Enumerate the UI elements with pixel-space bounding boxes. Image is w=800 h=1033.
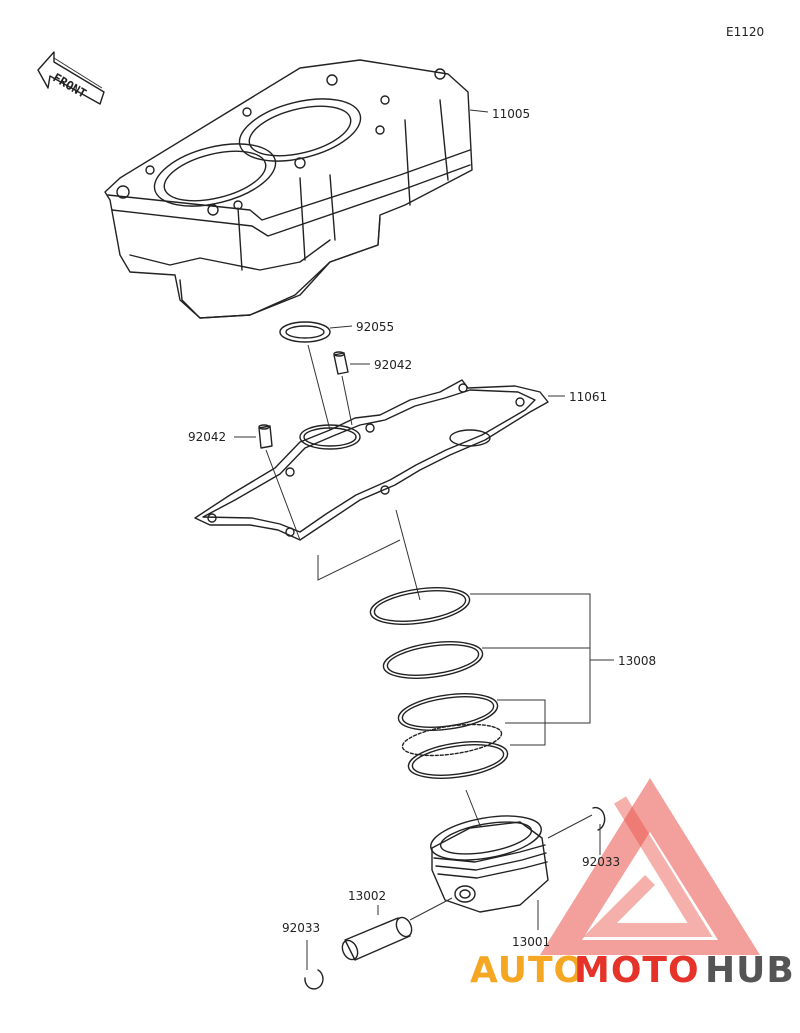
cylinder-block	[104, 59, 489, 319]
leader-dowel-right	[341, 375, 353, 426]
o-ring	[279, 321, 353, 343]
label-92055: 92055	[356, 320, 394, 334]
label-92042-left: 92042	[188, 430, 226, 444]
piston-pin	[341, 897, 453, 961]
leader-oring	[307, 344, 331, 431]
piston	[430, 789, 549, 930]
watermark-auto: AUTO	[470, 950, 585, 991]
label-13001: 13001	[512, 935, 550, 949]
label-92042-right: 92042	[374, 358, 412, 372]
label-92033-left: 92033	[282, 921, 320, 935]
cylinder-gasket	[194, 379, 565, 541]
watermark-hub: HUB	[705, 950, 795, 991]
label-11061: 11061	[569, 390, 607, 404]
diagram-code: E1120	[726, 25, 764, 39]
leader-bracket-pin	[317, 509, 421, 601]
dowel-pin-right	[333, 351, 370, 375]
leader-dowel-left	[265, 449, 301, 541]
label-11005: 11005	[492, 107, 530, 121]
label-13008: 13008	[618, 654, 656, 668]
front-arrow-icon: FRONT	[37, 51, 105, 105]
label-92033-right: 92033	[582, 855, 620, 869]
piston-ring-set	[369, 587, 614, 779]
circlip-left	[304, 940, 324, 990]
watermark-text: AUTO MOTO HUB	[470, 950, 795, 991]
circlip-right	[547, 806, 606, 855]
watermark-moto: MOTO	[574, 950, 700, 991]
watermark-logo	[540, 778, 760, 955]
label-13002: 13002	[348, 889, 386, 903]
dowel-pin-left	[234, 424, 273, 449]
